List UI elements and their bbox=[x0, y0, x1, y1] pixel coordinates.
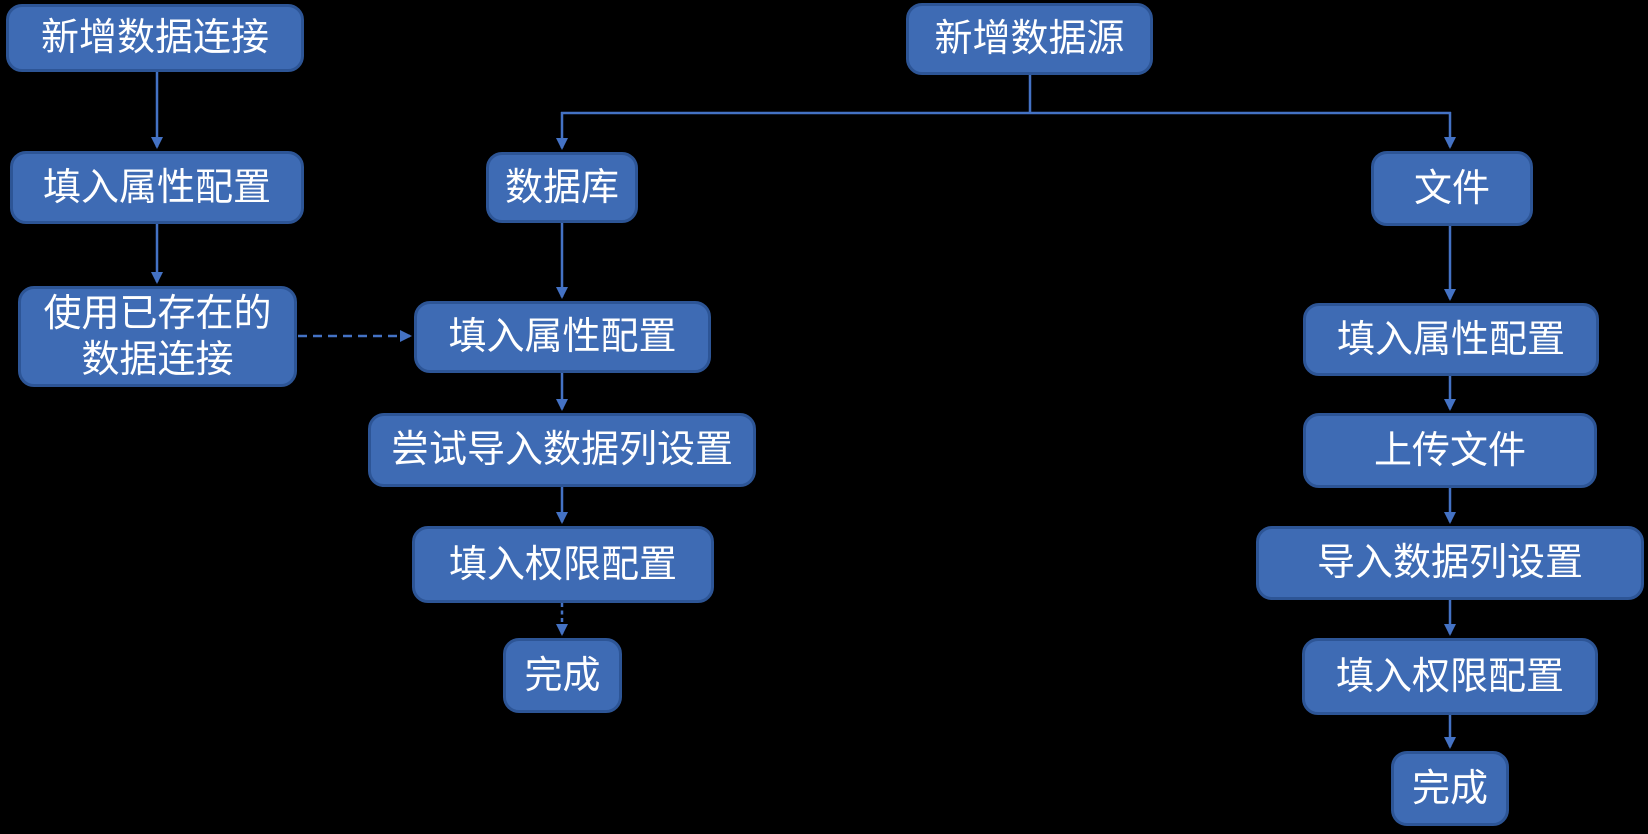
node-import-columns-file: 导入数据列设置 bbox=[1256, 526, 1644, 600]
node-label: 填入权限配置 bbox=[448, 543, 677, 586]
node-database: 数据库 bbox=[486, 152, 638, 223]
node-label-line2: 数据连接 bbox=[81, 338, 234, 381]
node-label: 数据库 bbox=[504, 166, 619, 209]
node-use-existing-connection: 使用已存在的 数据连接 bbox=[18, 286, 297, 387]
node-label: 新增数据连接 bbox=[40, 17, 269, 59]
node-label: 导入数据列设置 bbox=[1316, 542, 1583, 584]
node-label-line1: 使用已存在的 bbox=[43, 292, 272, 335]
node-fill-permissions-file: 填入权限配置 bbox=[1302, 638, 1598, 715]
node-fill-permissions-database: 填入权限配置 bbox=[412, 526, 714, 603]
node-label: 新增数据源 bbox=[934, 18, 1125, 60]
node-label: 尝试导入数据列设置 bbox=[390, 429, 733, 471]
node-file: 文件 bbox=[1371, 151, 1533, 226]
node-label: 上传文件 bbox=[1373, 429, 1526, 472]
node-label: 填入权限配置 bbox=[1335, 655, 1564, 698]
node-fill-attrs-connection: 填入属性配置 bbox=[10, 151, 304, 224]
node-done-database: 完成 bbox=[503, 638, 622, 713]
node-label: 文件 bbox=[1413, 167, 1490, 210]
node-add-data-source: 新增数据源 bbox=[906, 3, 1153, 75]
node-label: 填入属性配置 bbox=[448, 316, 677, 358]
node-label: 填入属性配置 bbox=[42, 166, 271, 209]
node-label: 完成 bbox=[1411, 767, 1488, 810]
node-fill-attrs-database: 填入属性配置 bbox=[414, 301, 711, 373]
node-label: 完成 bbox=[524, 654, 601, 697]
node-add-data-connection: 新增数据连接 bbox=[6, 4, 304, 72]
node-label: 填入属性配置 bbox=[1336, 318, 1565, 361]
node-fill-attrs-file: 填入属性配置 bbox=[1303, 303, 1599, 376]
node-try-import-columns: 尝试导入数据列设置 bbox=[368, 413, 756, 487]
node-done-file: 完成 bbox=[1391, 751, 1509, 826]
node-upload-file: 上传文件 bbox=[1303, 413, 1597, 488]
